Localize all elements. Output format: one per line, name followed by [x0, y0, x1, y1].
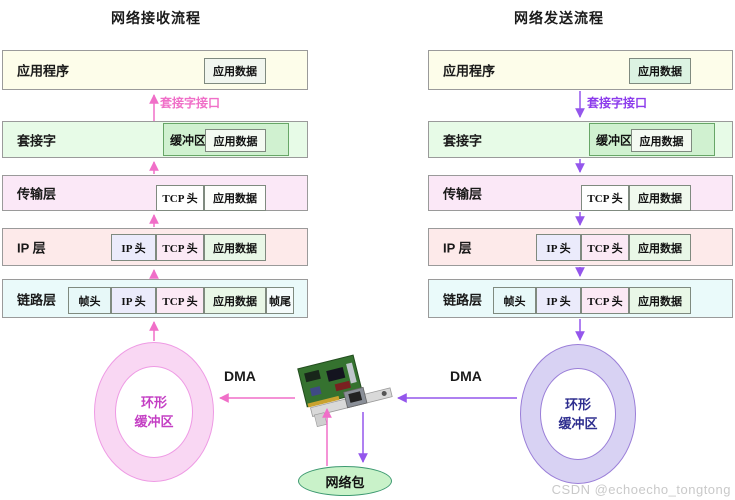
- watermark: CSDN @echoecho_tongtong: [551, 482, 731, 497]
- send-ip-data-box: 应用数据: [629, 234, 691, 261]
- send-ip-layer-label: IP 层: [443, 240, 472, 256]
- send-link-layer-row: 链路层 帧头 IP 头 TCP 头 应用数据: [428, 279, 733, 318]
- network-packet-label: 网络包: [325, 474, 365, 490]
- receive-app-data-box: 应用数据: [204, 58, 266, 84]
- send-ring-line2: 缓冲区: [558, 416, 598, 431]
- receive-link-layer-label: 链路层: [17, 292, 57, 307]
- send-link-framehead-box: 帧头: [493, 287, 536, 314]
- receive-link-data-box: 应用数据: [204, 287, 266, 314]
- receive-flow-title: 网络接收流程: [111, 10, 201, 26]
- send-app-layer-label: 应用程序: [443, 63, 496, 79]
- send-ring-buffer-inner: [540, 368, 616, 460]
- receive-link-tcp-box: TCP 头: [156, 287, 204, 314]
- receive-transport-layer-label: 传输层: [17, 186, 57, 202]
- receive-transport-data-box: 应用数据: [204, 185, 266, 211]
- send-socket-interface-label: 套接字接口: [587, 96, 648, 110]
- receive-buffer-label: 缓冲区: [170, 133, 207, 147]
- send-ip-layer-row: IP 层 IP 头 TCP 头 应用数据: [428, 228, 733, 266]
- receive-ring-buffer-inner: [115, 366, 193, 458]
- receive-socket-interface-label: 套接字接口: [160, 96, 221, 110]
- receive-ip-tcp-box: TCP 头: [156, 234, 204, 261]
- receive-app-layer-label: 应用程序: [17, 63, 70, 79]
- send-transport-tcp-box: TCP 头: [581, 185, 629, 211]
- send-dma-label: DMA: [450, 368, 482, 384]
- send-app-layer-row: 应用程序 应用数据: [428, 50, 733, 90]
- receive-socket-layer-row: 套接字 缓冲区 应用数据: [2, 121, 308, 158]
- receive-ip-layer-row: IP 层 IP 头 TCP 头 应用数据: [2, 228, 308, 266]
- send-transport-data-box: 应用数据: [629, 185, 691, 211]
- receive-ring-line1: 环形: [140, 394, 167, 410]
- send-ring-buffer-text: 环形 缓冲区: [520, 344, 636, 484]
- receive-transport-tcp-box: TCP 头: [156, 185, 204, 211]
- receive-app-layer-row: 应用程序 应用数据: [2, 50, 308, 90]
- receive-socket-layer-label: 套接字: [17, 133, 57, 148]
- receive-link-framehead-box: 帧头: [68, 287, 111, 314]
- send-socket-buffer-box: 缓冲区 应用数据: [589, 123, 715, 156]
- send-app-data-box: 应用数据: [629, 58, 691, 84]
- send-link-layer-label: 链路层: [443, 292, 483, 307]
- network-packet-ellipse: 网络包: [298, 466, 392, 496]
- receive-socket-buffer-box: 缓冲区 应用数据: [163, 123, 289, 156]
- send-ip-iphead-box: IP 头: [536, 234, 581, 261]
- receive-ip-iphead-box: IP 头: [111, 234, 156, 261]
- send-transport-layer-label: 传输层: [443, 186, 483, 202]
- receive-ring-buffer-text: 环形 缓冲区: [94, 342, 214, 482]
- send-socket-data-box: 应用数据: [631, 129, 692, 152]
- send-buffer-label: 缓冲区: [596, 133, 633, 147]
- receive-dma-label: DMA: [224, 368, 256, 384]
- receive-socket-data-box: 应用数据: [205, 129, 266, 152]
- receive-link-iphead-box: IP 头: [111, 287, 156, 314]
- send-socket-layer-label: 套接字: [443, 133, 483, 148]
- receive-transport-layer-row: 传输层 TCP 头 应用数据: [2, 175, 308, 211]
- network-card-icon: [297, 354, 393, 428]
- receive-ip-data-box: 应用数据: [204, 234, 266, 261]
- send-link-data-box: 应用数据: [629, 287, 691, 314]
- send-transport-layer-row: 传输层 TCP 头 应用数据: [428, 175, 733, 211]
- receive-ring-line2: 缓冲区: [134, 414, 174, 429]
- send-link-iphead-box: IP 头: [536, 287, 581, 314]
- send-flow-title: 网络发送流程: [514, 10, 604, 26]
- send-link-tcp-box: TCP 头: [581, 287, 629, 314]
- receive-link-frametail-box: 帧尾: [266, 287, 294, 314]
- receive-link-layer-row: 链路层 帧头 IP 头 TCP 头 应用数据 帧尾: [2, 279, 308, 318]
- receive-ip-layer-label: IP 层: [17, 240, 46, 256]
- send-ip-tcp-box: TCP 头: [581, 234, 629, 261]
- send-ring-line1: 环形: [564, 396, 591, 412]
- send-socket-layer-row: 套接字 缓冲区 应用数据: [428, 121, 733, 158]
